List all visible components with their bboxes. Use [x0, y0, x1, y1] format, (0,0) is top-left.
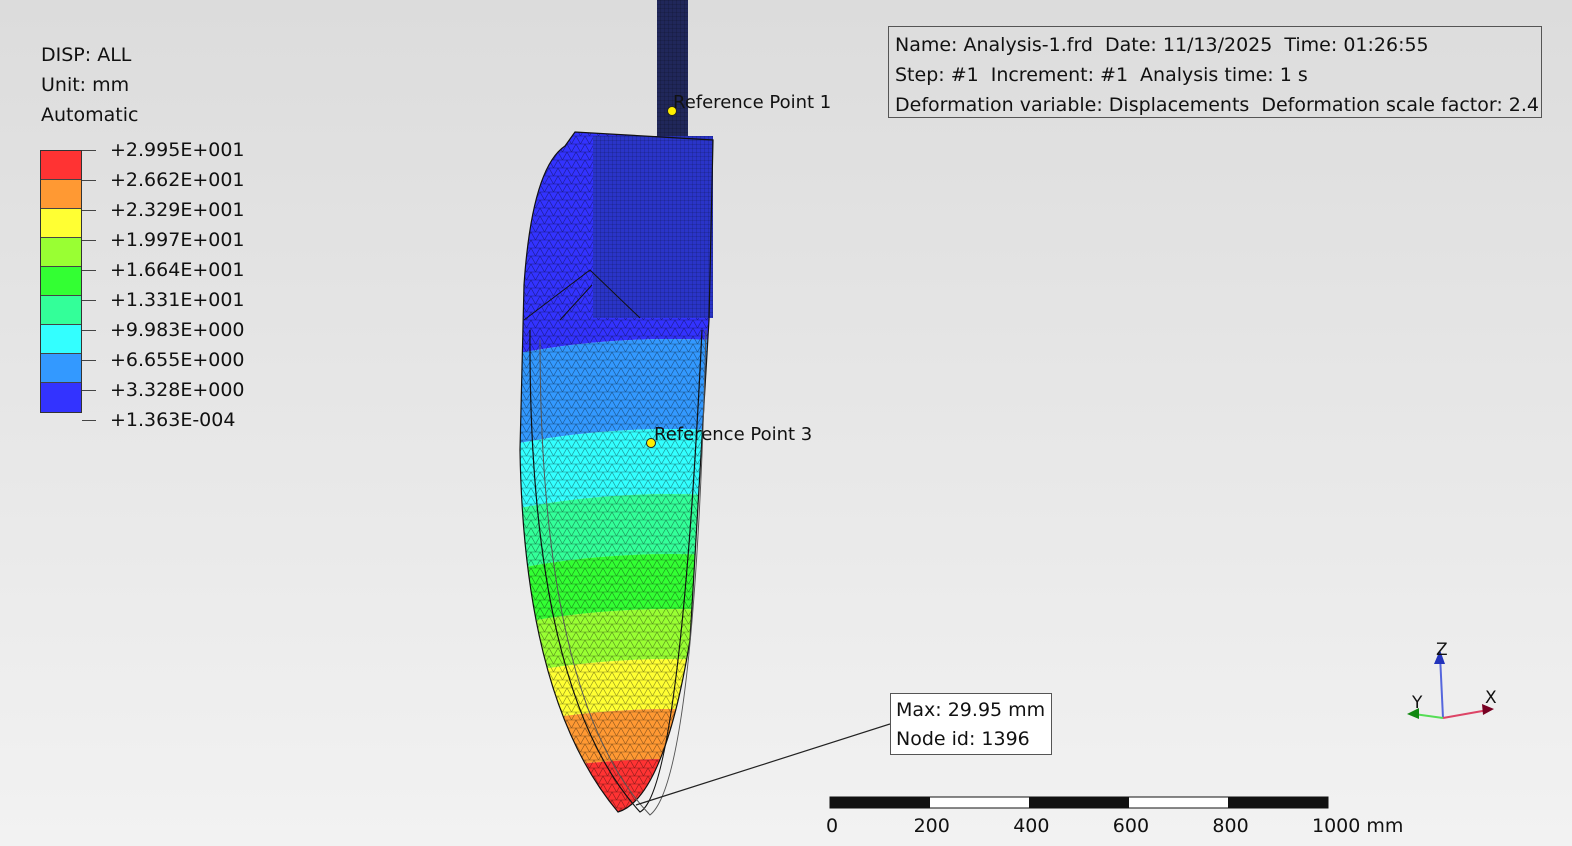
- scale-bar-label: 200: [913, 815, 950, 837]
- legend-tick: [82, 150, 96, 151]
- color-bar: [40, 150, 82, 413]
- info-analysis-time: Analysis time: 1 s: [1140, 64, 1308, 86]
- info-scale-factor: Deformation scale factor: 2.4: [1261, 94, 1539, 116]
- legend-tick: [82, 300, 96, 301]
- scale-bar-label: 600: [1112, 815, 1150, 837]
- reference-point-1-marker[interactable]: [667, 106, 677, 116]
- legend-tick: [82, 240, 96, 241]
- color-swatch: [41, 180, 81, 209]
- legend-mode: Automatic: [41, 104, 139, 126]
- legend-tick: [82, 180, 96, 181]
- legend-tick: [82, 210, 96, 211]
- model-outline: [519, 131, 714, 813]
- legend-tick: [82, 330, 96, 331]
- legend-variable: DISP: ALL: [41, 44, 132, 66]
- legend-unit: Unit: mm: [41, 74, 130, 96]
- legend-header: DISP: ALL Unit: mm Automatic: [41, 40, 138, 130]
- color-swatch: [41, 296, 81, 325]
- scale-bar-label: 1000 mm: [1312, 815, 1404, 837]
- analysis-info-box: Name: Analysis-1.frd Date: 11/13/2025 Time…: [888, 26, 1542, 118]
- legend-value: +1.997E+001: [110, 229, 245, 251]
- reference-point-3-label: Reference Point 3: [654, 424, 813, 445]
- legend-value: +2.995E+001: [110, 139, 245, 161]
- info-step: Step: #1: [895, 64, 979, 86]
- max-value-box: Max: 29.95 mm Node id: 1396: [890, 693, 1052, 755]
- scale-bar-label: 800: [1212, 815, 1249, 837]
- triad-y-label: Y: [1412, 693, 1423, 713]
- legend-value: +1.331E+001: [110, 289, 245, 311]
- color-swatch: [41, 209, 81, 238]
- scale-bar-label: 0: [826, 815, 839, 837]
- info-date: Date: 11/13/2025: [1105, 34, 1273, 56]
- max-value: Max: 29.95 mm: [896, 699, 1046, 721]
- undeformed-outline: [529, 329, 703, 813]
- triad-z-label: Z: [1436, 640, 1448, 660]
- legend-tick: [82, 360, 96, 361]
- reference-point-3-marker[interactable]: [646, 438, 656, 448]
- info-increment: Increment: #1: [990, 64, 1129, 86]
- color-swatch: [41, 383, 81, 412]
- color-swatch: [41, 151, 81, 180]
- legend-value: +1.664E+001: [110, 259, 245, 281]
- legend-value: +1.363E-004: [110, 409, 236, 431]
- legend-tick: [82, 270, 96, 271]
- color-swatch: [41, 325, 81, 354]
- max-node-id: Node id: 1396: [896, 728, 1030, 750]
- legend-tick: [82, 420, 96, 421]
- reference-point-1-label: Reference Point 1: [673, 92, 832, 113]
- legend-value: +6.655E+000: [110, 349, 245, 371]
- axis-triad: [1407, 650, 1494, 719]
- color-swatch: [41, 267, 81, 296]
- info-name: Name: Analysis-1.frd: [895, 34, 1093, 56]
- legend-value: +2.329E+001: [110, 199, 245, 221]
- top-block: [593, 136, 713, 318]
- info-time: Time: 01:26:55: [1284, 34, 1429, 56]
- scale-bar-label: 400: [1013, 815, 1050, 837]
- scale-bar: [829, 796, 1329, 809]
- legend-value: +3.328E+000: [110, 379, 245, 401]
- legend-value: +2.662E+001: [110, 169, 245, 191]
- triad-x-label: X: [1485, 688, 1497, 708]
- legend-value: +9.983E+000: [110, 319, 245, 341]
- max-leader-line: [635, 723, 891, 806]
- info-deformation-variable: Deformation variable: Displacements: [895, 94, 1250, 116]
- legend-tick: [82, 390, 96, 391]
- color-swatch: [41, 354, 81, 383]
- color-swatch: [41, 238, 81, 267]
